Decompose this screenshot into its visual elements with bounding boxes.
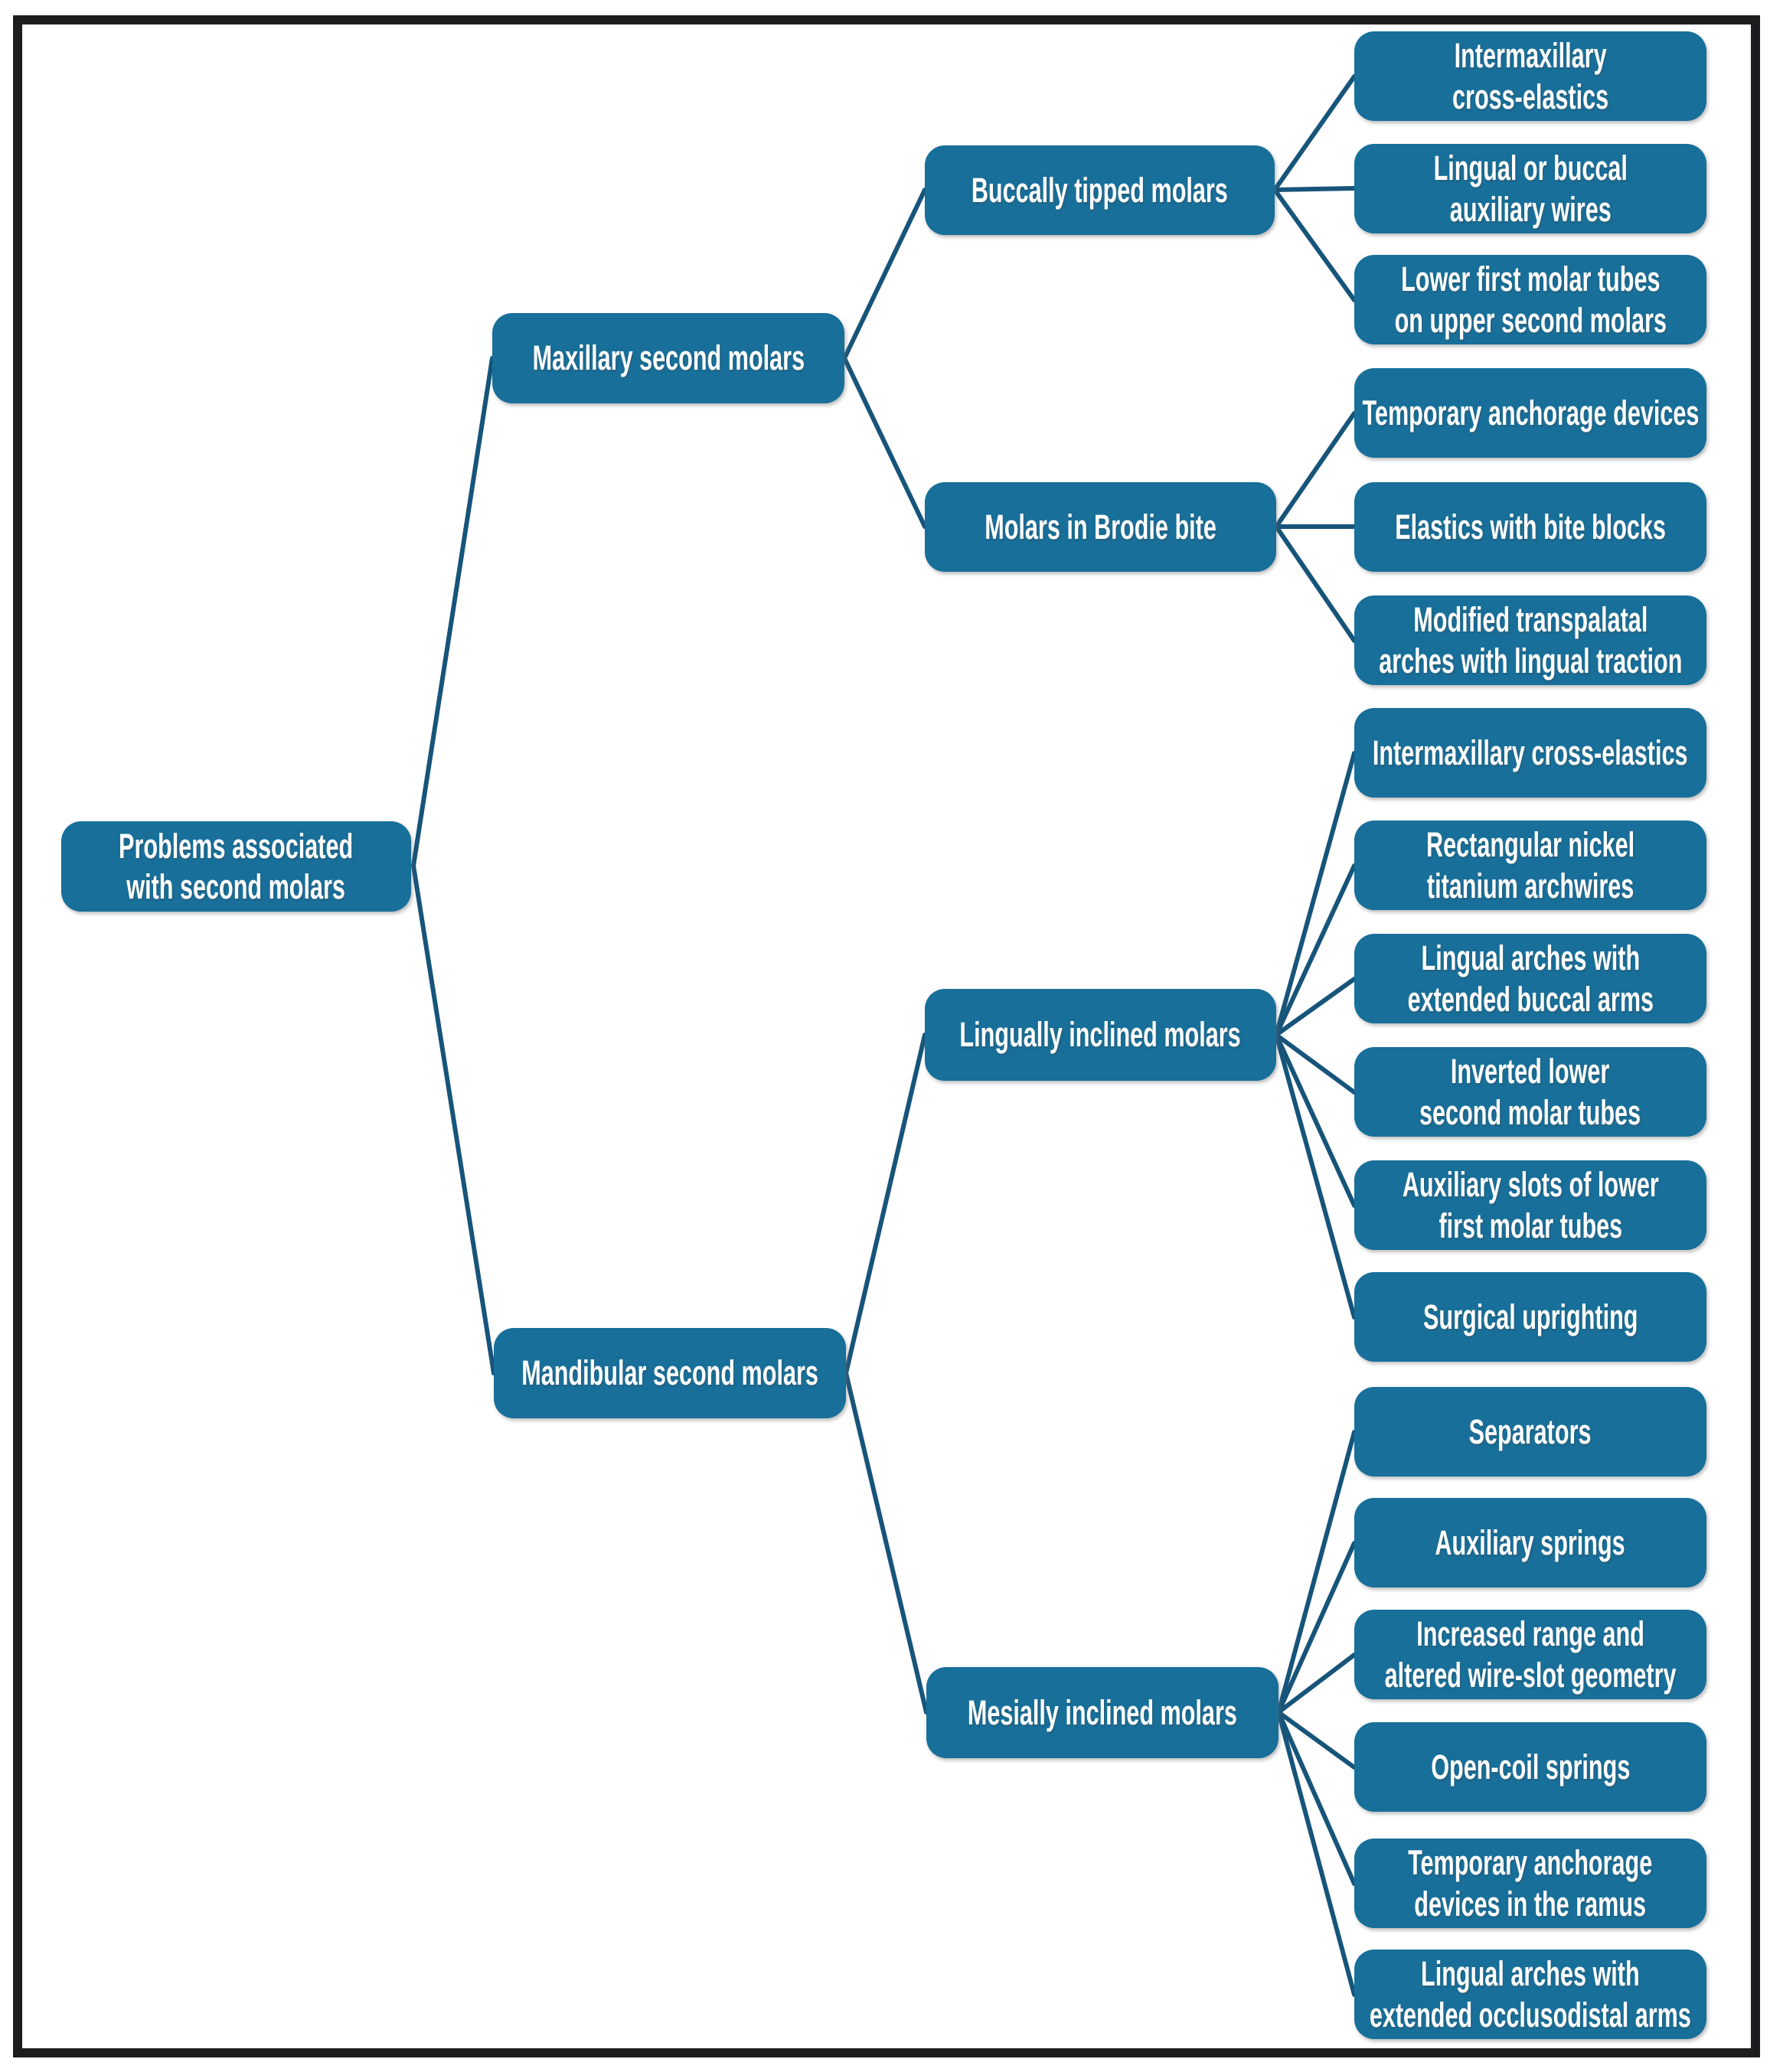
problem-node-buccally-tipped: Buccally tipped molars bbox=[925, 145, 1275, 235]
connector-line bbox=[1274, 1033, 1357, 1320]
node-label: Maxillary second molars bbox=[532, 338, 805, 378]
solution-node: Auxiliary slots of lower first molar tub… bbox=[1354, 1160, 1706, 1250]
node-label: Mandibular second molars bbox=[521, 1353, 818, 1393]
solution-node: Rectangular nickel titanium archwires bbox=[1354, 821, 1706, 910]
connector-line bbox=[842, 356, 927, 529]
node-label: Surgical uprighting bbox=[1422, 1297, 1638, 1336]
solution-node: Temporary anchorage devices bbox=[1354, 368, 1706, 458]
connector-line bbox=[1276, 1710, 1357, 1997]
node-label: Temporary anchorage devices bbox=[1362, 393, 1699, 432]
connector-line bbox=[1276, 1430, 1357, 1715]
node-label: Auxiliary springs bbox=[1435, 1522, 1626, 1562]
node-label: Elastics with bite blocks bbox=[1395, 507, 1666, 547]
connector-line bbox=[411, 356, 495, 868]
node-label: Rectangular nickel titanium archwires bbox=[1425, 825, 1635, 905]
problem-node-mesially-inclined: Mesially inclined molars bbox=[926, 1667, 1279, 1758]
node-label: Lower first molar tubes on upper second … bbox=[1394, 259, 1667, 340]
connector-line bbox=[1274, 751, 1357, 1037]
node-label: Temporary anchorage devices in the ramus bbox=[1408, 1843, 1653, 1924]
root-node: Problems associated with second molars bbox=[61, 821, 411, 912]
node-label: Lingual arches with extended buccal arms bbox=[1407, 938, 1654, 1019]
solution-node: Surgical uprighting bbox=[1354, 1272, 1706, 1362]
connector-line bbox=[1272, 74, 1357, 192]
connector-line bbox=[842, 188, 927, 361]
connector-line bbox=[1276, 1541, 1357, 1715]
solution-node: Lower first molar tubes on upper second … bbox=[1354, 255, 1706, 344]
connector-line bbox=[1274, 411, 1357, 529]
solution-node: Lingual or buccal auxiliary wires bbox=[1354, 144, 1706, 233]
connector-line bbox=[1274, 524, 1357, 643]
connector-line bbox=[1272, 188, 1357, 302]
node-label: Mesially inclined molars bbox=[967, 1692, 1238, 1732]
connector-line bbox=[411, 863, 496, 1375]
solution-node: Inverted lower second molar tubes bbox=[1354, 1047, 1706, 1137]
solution-node: Auxiliary springs bbox=[1354, 1498, 1706, 1587]
solution-node: Elastics with bite blocks bbox=[1354, 482, 1706, 572]
branch-node-mandibular: Mandibular second molars bbox=[494, 1328, 846, 1418]
node-label: Intermaxillary cross-elastics bbox=[1452, 36, 1609, 116]
branch-node-maxillary: Maxillary second molars bbox=[492, 313, 844, 403]
connector-line bbox=[1274, 1033, 1357, 1208]
node-label: Separators bbox=[1469, 1411, 1592, 1451]
solution-node: Open-coil springs bbox=[1354, 1722, 1706, 1812]
connector-line bbox=[1274, 863, 1357, 1037]
solution-node: Lingual arches with extended occlusodist… bbox=[1354, 1950, 1706, 2039]
solution-node: Intermaxillary cross-elastics bbox=[1354, 31, 1706, 121]
node-label: Open-coil springs bbox=[1430, 1747, 1631, 1786]
node-label: Lingually inclined molars bbox=[959, 1015, 1242, 1055]
connector-line bbox=[1276, 1710, 1357, 1886]
node-label: Intermaxillary cross-elastics bbox=[1373, 733, 1688, 772]
solution-node: Increased range and altered wire-slot ge… bbox=[1354, 1610, 1706, 1699]
connector-line bbox=[1272, 186, 1357, 192]
problem-node-lingually-inclined: Lingually inclined molars bbox=[925, 989, 1276, 1081]
solution-node: Modified transpalatal arches with lingua… bbox=[1354, 595, 1706, 685]
node-label: Increased range and altered wire-slot ge… bbox=[1384, 1614, 1677, 1695]
node-label: Modified transpalatal arches with lingua… bbox=[1378, 600, 1683, 680]
connector-line bbox=[1274, 977, 1357, 1037]
solution-node: Temporary anchorage devices in the ramus bbox=[1354, 1839, 1706, 1928]
node-label: Problems associated with second molars bbox=[119, 826, 354, 906]
node-label: Auxiliary slots of lower first molar tub… bbox=[1402, 1165, 1659, 1245]
connector-line bbox=[1276, 1710, 1357, 1770]
connector-line bbox=[1274, 1033, 1357, 1095]
solution-node: Intermaxillary cross-elastics bbox=[1354, 708, 1706, 798]
connector-line bbox=[844, 1371, 929, 1715]
solution-node: Separators bbox=[1354, 1387, 1706, 1477]
node-label: Inverted lower second molar tubes bbox=[1419, 1052, 1641, 1132]
problem-node-brodie-bite: Molars in Brodie bite bbox=[925, 482, 1276, 572]
connector-line bbox=[844, 1033, 927, 1375]
connector-line bbox=[1276, 1653, 1357, 1715]
node-label: Molars in Brodie bite bbox=[985, 507, 1216, 547]
node-label: Lingual arches with extended occlusodist… bbox=[1369, 1954, 1692, 2034]
node-label: Lingual or buccal auxiliary wires bbox=[1433, 148, 1628, 229]
node-label: Buccally tipped molars bbox=[971, 170, 1229, 210]
solution-node: Lingual arches with extended buccal arms bbox=[1354, 934, 1706, 1023]
